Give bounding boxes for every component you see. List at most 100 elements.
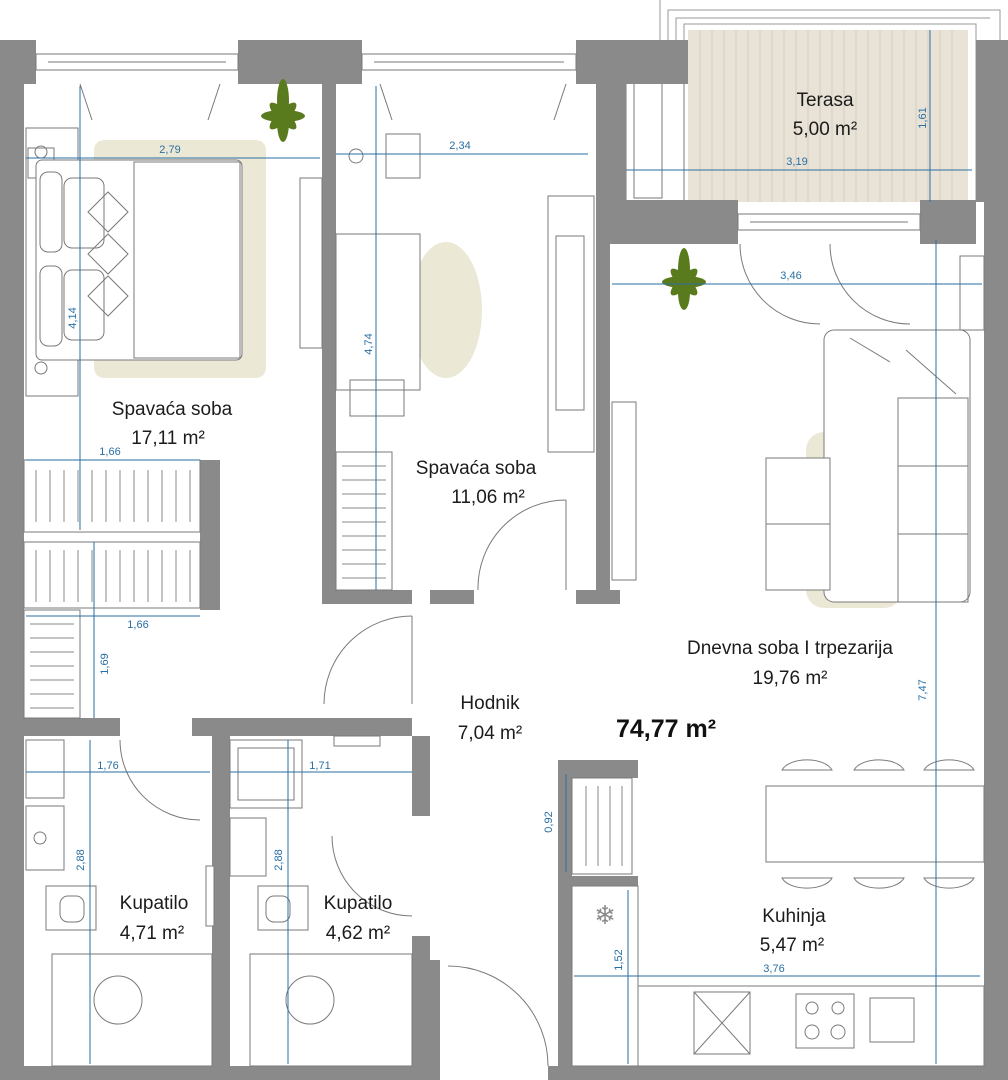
dim-label: 7,47 bbox=[917, 679, 929, 700]
washing-machine-icon bbox=[25, 739, 65, 799]
bedside-lamp-icon bbox=[34, 361, 48, 375]
room-area: 17,11 m² bbox=[131, 428, 205, 449]
dim-label: 1,52 bbox=[613, 949, 625, 970]
room-area: 19,76 m² bbox=[753, 668, 828, 689]
living-room-furniture bbox=[611, 248, 985, 889]
door-swing-icon bbox=[447, 965, 549, 1067]
room-name: Terasa bbox=[796, 90, 853, 111]
ac-unit-icon bbox=[625, 69, 685, 207]
radiator-icon bbox=[205, 865, 215, 927]
dim-label: 1,66 bbox=[127, 619, 148, 631]
dim-label: 3,19 bbox=[786, 156, 807, 168]
room-name: Hodnik bbox=[460, 693, 520, 714]
doors bbox=[79, 83, 911, 1067]
desk-icon bbox=[385, 133, 421, 179]
dining-chair-icon bbox=[781, 877, 833, 889]
walls bbox=[0, 40, 1008, 1080]
vent-icon bbox=[333, 735, 381, 747]
dimension-labels: 2,79 2,34 1,61 3,19 3,46 4,14 4,74 1,66 … bbox=[67, 107, 929, 975]
sink-icon bbox=[869, 997, 915, 1043]
room-name: Kuhinja bbox=[762, 906, 826, 927]
door-swing-icon bbox=[331, 835, 413, 917]
dishwasher-icon bbox=[693, 991, 751, 1055]
room-name: Dnevna soba I trpezarija bbox=[687, 638, 893, 659]
room-name: Kupatilo bbox=[120, 893, 189, 914]
dim-label: 1,66 bbox=[99, 446, 120, 458]
dim-label: 1,69 bbox=[99, 653, 111, 674]
dining-chair-icon bbox=[781, 759, 833, 771]
room-name: Kupatilo bbox=[324, 893, 393, 914]
pillow-icon bbox=[39, 265, 63, 347]
room-labels: Terasa 5,00 m² Spavaća soba 17,11 m² Spa… bbox=[112, 90, 894, 956]
room-area: 5,47 m² bbox=[760, 935, 824, 956]
plant-icon bbox=[261, 79, 305, 142]
wardrobes bbox=[23, 459, 201, 719]
kitchen-counter-icon bbox=[637, 985, 985, 1067]
bedroom-2-wardrobe bbox=[335, 451, 393, 591]
dim-label: 2,88 bbox=[75, 849, 87, 870]
dining-chair-icon bbox=[923, 759, 975, 771]
wardrobe-1 bbox=[23, 459, 201, 533]
dim-label: 1,71 bbox=[309, 760, 330, 772]
dining-chair-icon bbox=[853, 877, 905, 889]
terrace-right-wall bbox=[976, 40, 1008, 202]
door-swing-icon bbox=[323, 615, 413, 705]
dim-label: 3,46 bbox=[780, 270, 801, 282]
dim-label: 4,74 bbox=[363, 333, 375, 354]
bathrooms-furniture bbox=[25, 735, 413, 1067]
plant-icon bbox=[662, 248, 706, 310]
wardrobe-2 bbox=[23, 541, 201, 609]
pillow-icon bbox=[39, 171, 63, 253]
sink-icon bbox=[25, 805, 65, 871]
room-area: 5,00 m² bbox=[793, 119, 857, 140]
dim-label: 3,76 bbox=[763, 963, 784, 975]
toilet-icon bbox=[45, 885, 97, 931]
sofa-cushion bbox=[897, 533, 969, 603]
wardrobe-3 bbox=[23, 609, 81, 719]
tv-icon bbox=[555, 235, 585, 411]
terrace-floor bbox=[688, 30, 968, 202]
dim-label: 0,92 bbox=[543, 811, 555, 832]
dim-label: 2,34 bbox=[449, 140, 470, 152]
lamp-icon bbox=[348, 148, 364, 164]
total-area: 74,77 m² bbox=[616, 715, 716, 743]
sink-icon bbox=[229, 817, 267, 877]
double-bed-icon bbox=[35, 159, 243, 361]
windows bbox=[35, 53, 921, 231]
tv-cabinet-icon bbox=[547, 195, 595, 453]
duvet-icon bbox=[133, 161, 241, 359]
dimension-lines bbox=[26, 30, 982, 1064]
bedroom-2-rug bbox=[410, 242, 482, 378]
snowflake-icon: ❄ bbox=[594, 900, 616, 930]
bathtub-icon bbox=[51, 953, 213, 1067]
dim-label: 1,61 bbox=[917, 107, 929, 128]
dim-label: 2,79 bbox=[159, 144, 180, 156]
room-name: Spavaća soba bbox=[112, 399, 233, 420]
bathtub-icon bbox=[249, 953, 413, 1067]
bedroom-1-furniture bbox=[25, 79, 323, 397]
room-area: 4,62 m² bbox=[326, 923, 390, 944]
terrace-floor-stripes bbox=[699, 30, 953, 202]
dining-chair-icon bbox=[853, 759, 905, 771]
dim-label: 1,76 bbox=[97, 760, 118, 772]
cushion-icon bbox=[87, 191, 129, 233]
shelf-icon bbox=[959, 255, 985, 331]
pantry-icon bbox=[571, 777, 633, 875]
dining-table-icon bbox=[765, 785, 985, 863]
door-swing-icon bbox=[119, 739, 201, 821]
room-area: 11,06 m² bbox=[451, 487, 525, 508]
room-area: 4,71 m² bbox=[120, 923, 184, 944]
door-swing-icon bbox=[739, 243, 821, 325]
dim-label: 2,88 bbox=[273, 849, 285, 870]
dining-chair-icon bbox=[923, 877, 975, 889]
dim-label: 4,14 bbox=[67, 307, 79, 328]
room-area: 7,04 m² bbox=[458, 723, 522, 744]
desk-chair-icon bbox=[349, 379, 405, 417]
washing-machine-icon bbox=[229, 739, 303, 809]
door-swing-icon bbox=[477, 499, 567, 591]
pillow-icon bbox=[63, 269, 105, 341]
bedroom-2-desk bbox=[335, 233, 421, 391]
stove-icon bbox=[795, 993, 855, 1049]
room-name: Spavaća soba bbox=[416, 458, 537, 479]
